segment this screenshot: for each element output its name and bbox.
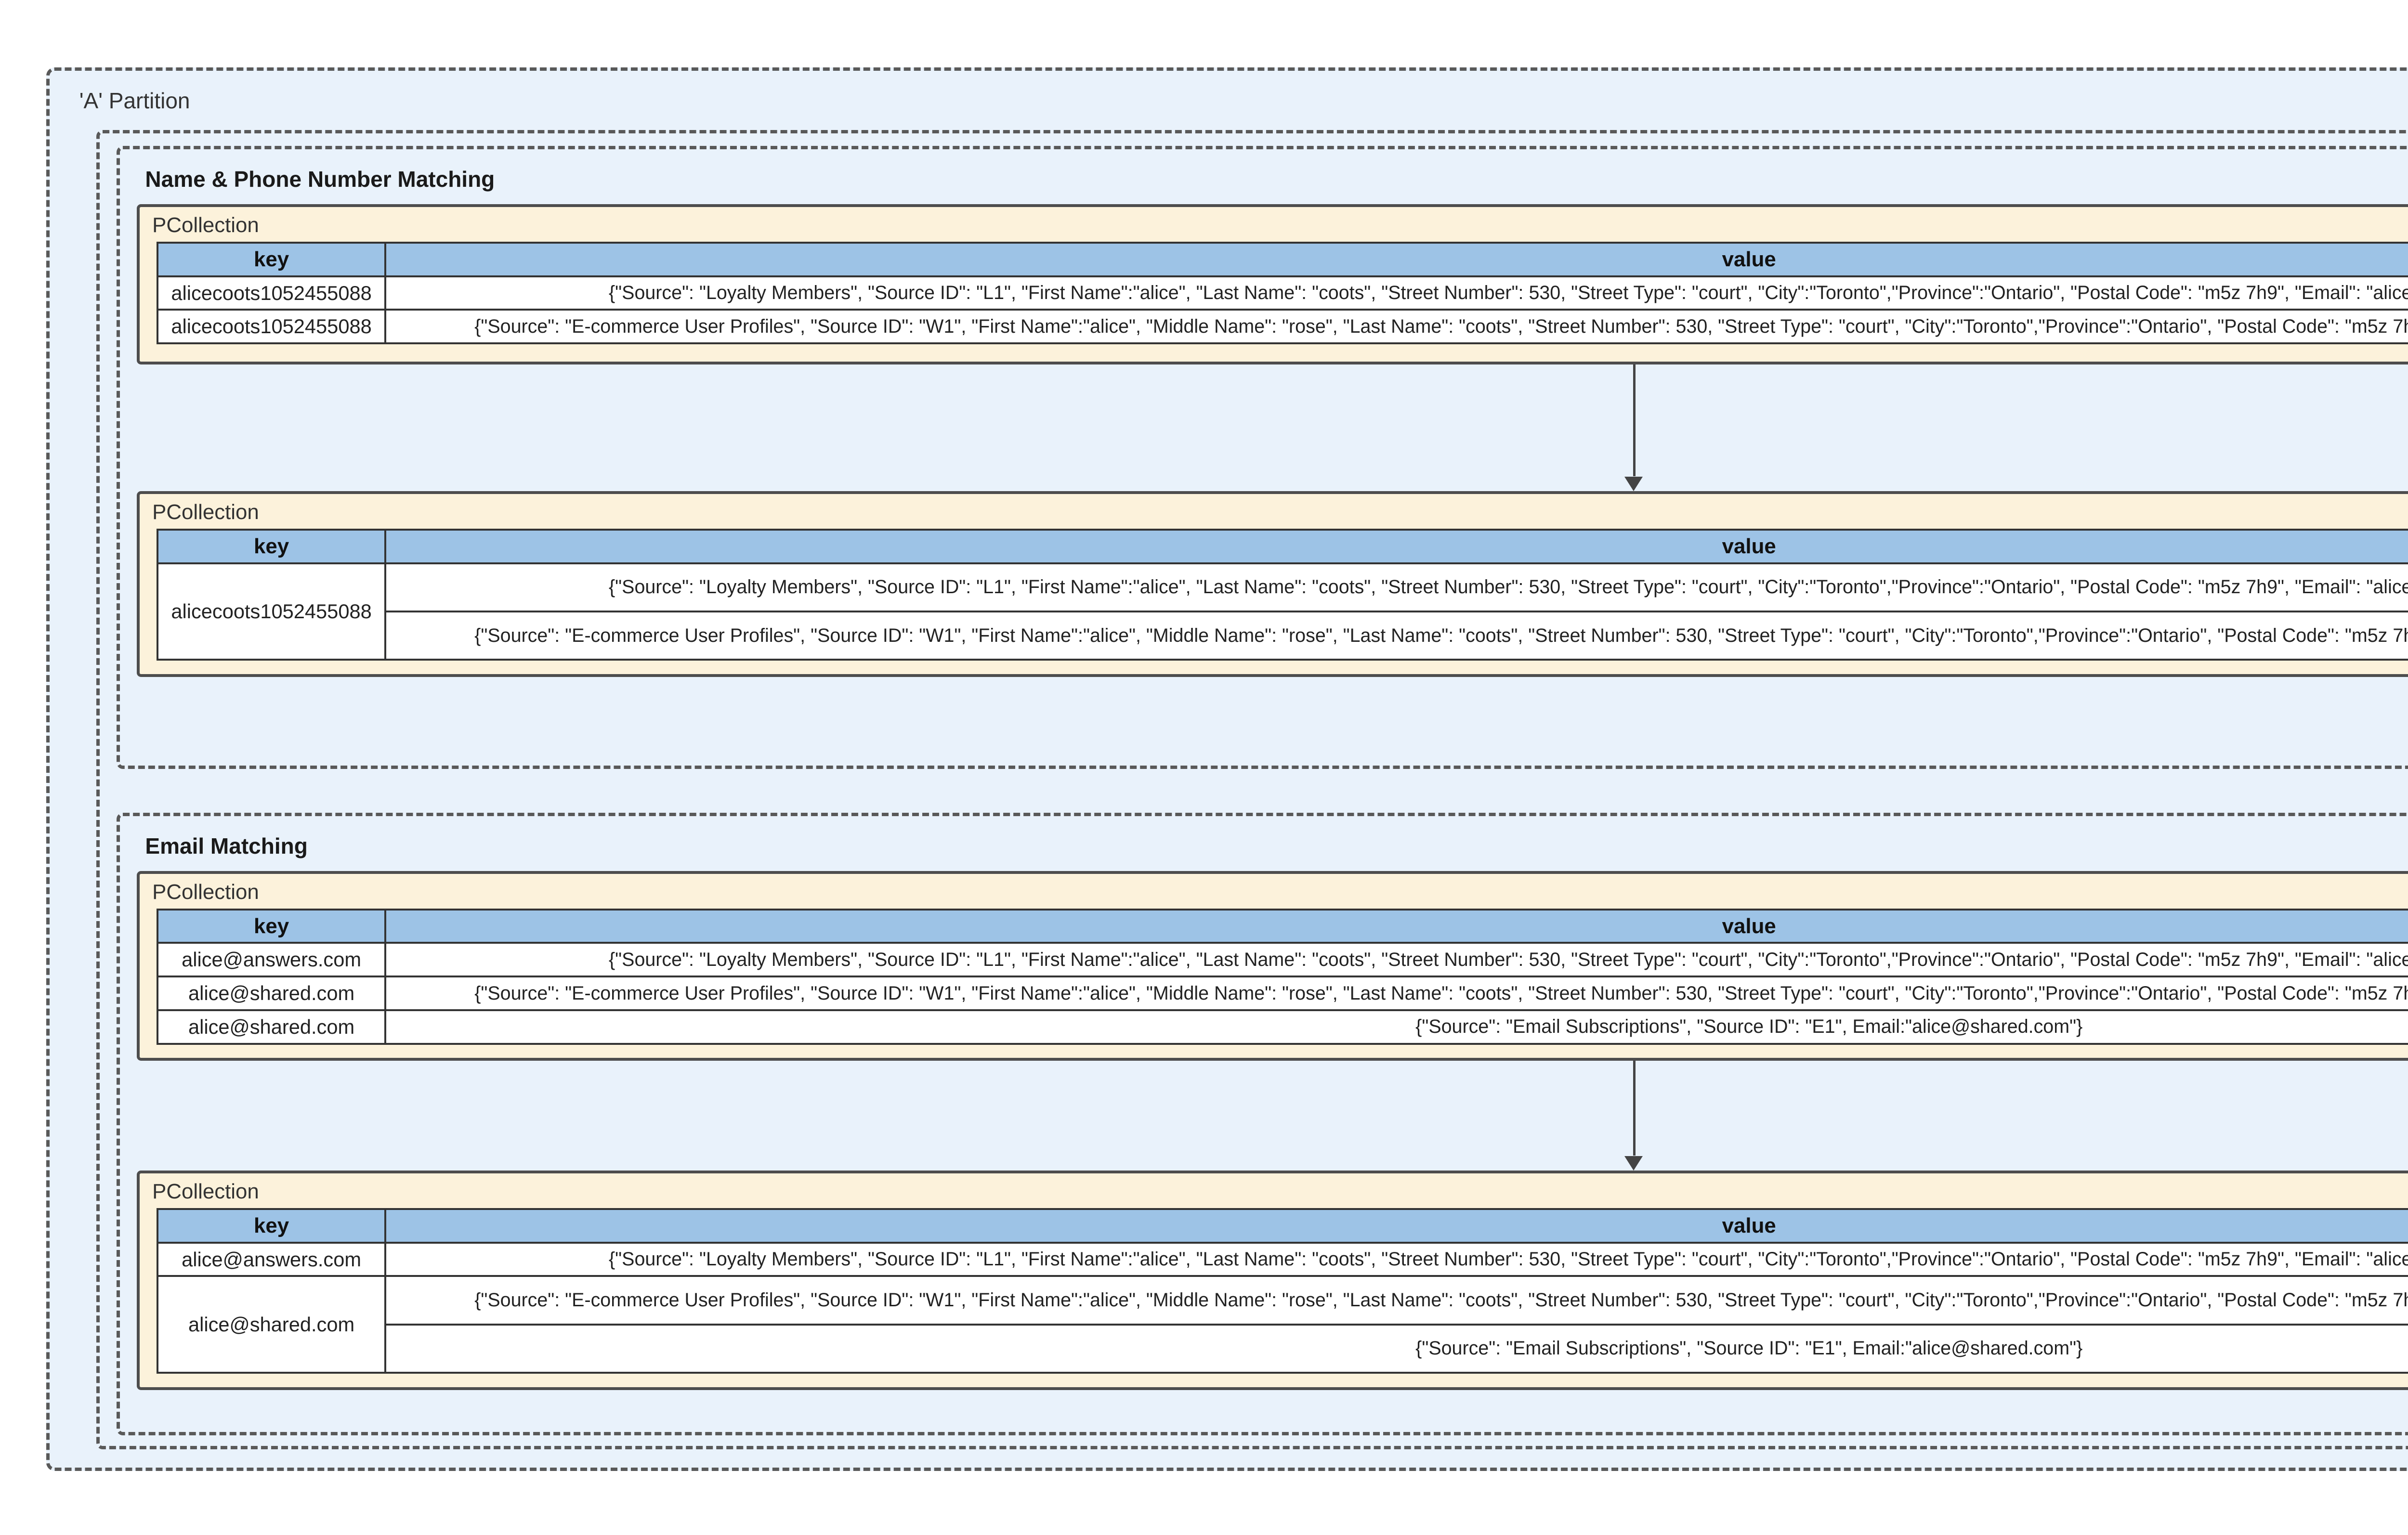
pcollection-box: PCollection key value alice@answers.com …: [136, 871, 2408, 1061]
value-column-header: value: [384, 1208, 2408, 1244]
value-cell: {"Source": "Loyalty Members", "Source ID…: [384, 562, 2408, 613]
pcollection-box: PCollection key value alicecoots10524550…: [136, 491, 2408, 677]
data-table: key value alicecoots1052455088 {"Source"…: [156, 242, 2408, 345]
value-cell: {"Source": "Loyalty Members", "Source ID…: [384, 275, 2408, 311]
key-column-header: key: [156, 1208, 387, 1244]
value-cell: {"Source": "Email Subscriptions", "Sourc…: [384, 1323, 2408, 1374]
section-name-phone-matching: Name & Phone Number Matching PCollection…: [116, 146, 2408, 769]
value-column-header: value: [384, 908, 2408, 944]
key-cell: alicecoots1052455088: [156, 562, 387, 661]
data-table: key value alicecoots1052455088 {"Source"…: [156, 528, 2408, 661]
value-cell: {"Source": "E-commerce User Profiles", "…: [384, 1275, 2408, 1326]
table-row: alice@shared.com {"Source": "E-commerce …: [156, 976, 2408, 1011]
section-email-matching: Email Matching PCollection key value ali…: [116, 812, 2408, 1436]
arrow-down-icon: [1624, 1156, 1643, 1171]
table-row: alice@shared.com {"Source": "Email Subsc…: [156, 1009, 2408, 1045]
table-header-row: key value: [156, 242, 2408, 277]
key-cell: alice@shared.com: [156, 976, 387, 1011]
key-cell: alicecoots1052455088: [156, 309, 387, 345]
key-column-header: key: [156, 908, 387, 944]
table-row: alice@answers.com {"Source": "Loyalty Me…: [156, 1241, 2408, 1277]
table-header-row: key value: [156, 528, 2408, 564]
section-title: Email Matching: [145, 833, 308, 859]
value-cell: {"Source": "Loyalty Members", "Source ID…: [384, 1241, 2408, 1277]
table-row: alicecoots1052455088 {"Source": "Loyalty…: [156, 275, 2408, 311]
key-cell: alice@answers.com: [156, 1241, 387, 1277]
pcollection-label: PCollection: [152, 1180, 259, 1204]
value-column-header: value: [384, 242, 2408, 277]
value-cell: {"Source": "E-commerce User Profiles", "…: [384, 309, 2408, 345]
pcollection-label: PCollection: [152, 500, 259, 524]
flow-arrow-down: [1624, 1061, 1643, 1171]
value-cell: {"Source": "E-commerce User Profiles", "…: [384, 611, 2408, 661]
arrow-down-icon: [1624, 477, 1643, 491]
section-title: Name & Phone Number Matching: [145, 167, 495, 192]
key-cell: alice@shared.com: [156, 1275, 387, 1374]
table-row: {"Source": "Email Subscriptions", "Sourc…: [157, 1323, 2408, 1374]
table-row: {"Source": "E-commerce User Profiles", "…: [157, 611, 2408, 661]
data-table: key value alice@answers.com {"Source": "…: [156, 908, 2408, 1045]
table-header-row: key value: [156, 1208, 2408, 1244]
table-header-row: key value: [156, 908, 2408, 944]
value-column-header: value: [384, 528, 2408, 564]
key-cell: alicecoots1052455088: [156, 275, 387, 311]
key-cell: alice@answers.com: [156, 942, 387, 978]
value-cell: {"Source": "E-commerce User Profiles", "…: [384, 976, 2408, 1011]
pcollection-box: PCollection key value alice@answers.com …: [136, 1171, 2408, 1390]
key-column-header: key: [156, 528, 387, 564]
flow-arrow-down: [1624, 364, 1643, 491]
pcollection-label: PCollection: [152, 213, 259, 237]
value-cell: {"Source": "Loyalty Members", "Source ID…: [384, 942, 2408, 978]
partition-box: 'A' Partition Name & Phone Number Matchi…: [46, 67, 2408, 1471]
pipeline-group-box: Name & Phone Number Matching PCollection…: [96, 130, 2408, 1449]
data-table: key value alice@answers.com {"Source": "…: [156, 1208, 2408, 1374]
table-row: alicecoots1052455088 {"Source": "Loyalty…: [156, 562, 2408, 661]
partition-label: 'A' Partition: [79, 88, 190, 114]
pcollection-box: PCollection key value alicecoots10524550…: [136, 204, 2408, 365]
value-cell: {"Source": "Email Subscriptions", "Sourc…: [384, 1009, 2408, 1045]
table-row: alice@answers.com {"Source": "Loyalty Me…: [156, 942, 2408, 978]
table-row: alice@shared.com {"Source": "E-commerce …: [156, 1275, 2408, 1374]
pcollection-label: PCollection: [152, 880, 259, 904]
key-cell: alice@shared.com: [156, 1009, 387, 1045]
key-column-header: key: [156, 242, 387, 277]
table-row: alicecoots1052455088 {"Source": "E-comme…: [156, 309, 2408, 345]
